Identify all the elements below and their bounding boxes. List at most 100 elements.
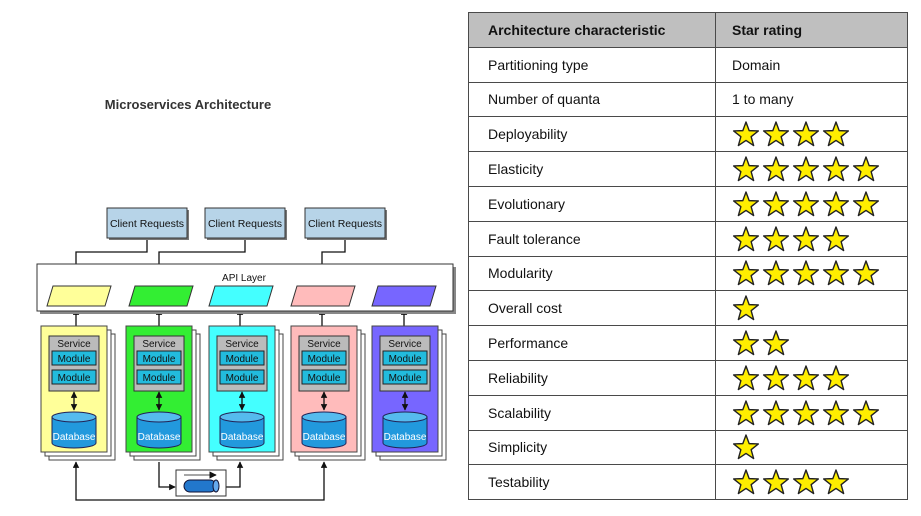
star-icon <box>762 121 790 147</box>
star-icon <box>732 121 760 147</box>
star-rating <box>715 325 908 361</box>
star-icon <box>792 156 820 182</box>
database-label: Database <box>303 432 346 443</box>
module-label: Module <box>308 373 341 384</box>
client-requests: Client Requests Client Requests Client Req… <box>106 207 387 240</box>
star-rating <box>715 290 908 327</box>
characteristic-value: 1 to many <box>715 81 908 118</box>
client-request-box: Client Requests <box>204 207 287 240</box>
star-icon <box>792 469 820 495</box>
module-box <box>219 350 265 366</box>
database-label: Database <box>53 432 96 443</box>
message-queue-icon <box>175 469 227 497</box>
api-layer-label: API Layer <box>222 273 267 284</box>
star-rating <box>715 359 908 396</box>
characteristic-name: Scalability <box>468 394 716 431</box>
module-box <box>301 369 347 385</box>
module-box <box>136 369 182 385</box>
characteristic-name: Deployability <box>468 116 716 153</box>
module-label: Module <box>389 354 422 365</box>
star-icon <box>822 156 850 182</box>
star-icon <box>762 365 790 391</box>
module-box <box>382 369 428 385</box>
star-icon <box>822 121 850 147</box>
microservices-diagram: Microservices Architecture Client Reques… <box>36 97 456 501</box>
star-icon <box>792 260 820 286</box>
star-icon <box>732 469 760 495</box>
star-rating <box>715 429 908 466</box>
star-icon <box>732 434 760 460</box>
star-icon <box>792 121 820 147</box>
star-icon <box>792 191 820 217</box>
module-label: Module <box>308 354 341 365</box>
module-box <box>382 350 428 366</box>
module-box <box>136 350 182 366</box>
client-request-label: Client Requests <box>308 218 382 230</box>
database-label: Database <box>384 432 427 443</box>
module-label: Module <box>389 373 422 384</box>
star-icon <box>732 295 760 321</box>
header-characteristic: Architecture characteristic <box>468 12 716 48</box>
module-label: Module <box>143 373 176 384</box>
characteristic-name: Overall cost <box>468 290 716 327</box>
api-endpoint-slot <box>208 285 274 307</box>
module-label: Module <box>143 354 176 365</box>
star-icon <box>792 225 820 251</box>
table-row: Modularity <box>468 255 908 292</box>
characteristic-value: Domain <box>715 46 908 83</box>
star-rating <box>715 220 908 257</box>
table-row: Scalability <box>468 394 908 431</box>
star-icon <box>792 365 820 391</box>
api-layer: API Layer <box>36 263 456 314</box>
service-label: Service <box>388 339 422 350</box>
database-icon: Database <box>219 411 265 449</box>
table-header-row: Architecture characteristic Star rating <box>468 12 908 48</box>
star-icon <box>732 191 760 217</box>
star-icon <box>822 191 850 217</box>
service-label: Service <box>57 339 91 350</box>
client-request-label: Client Requests <box>110 218 184 230</box>
client-request-box: Client Requests <box>106 207 189 240</box>
database-icon: Database <box>301 411 347 449</box>
module-box <box>219 369 265 385</box>
table-row: Testability <box>468 464 908 501</box>
module-label: Module <box>226 373 259 384</box>
table-row: Overall cost <box>468 290 908 327</box>
star-icon <box>732 156 760 182</box>
star-icon <box>852 260 880 286</box>
api-endpoint-slot <box>290 285 356 307</box>
star-icon <box>822 399 850 425</box>
service-label: Service <box>142 339 176 350</box>
module-label: Module <box>226 354 259 365</box>
service-label: Service <box>307 339 341 350</box>
characteristic-name: Number of quanta <box>468 81 716 118</box>
star-icon <box>792 399 820 425</box>
characteristic-name: Performance <box>468 325 716 361</box>
table-row: Evolutionary <box>468 185 908 222</box>
star-rating <box>715 151 908 187</box>
star-rating <box>715 464 908 501</box>
characteristic-name: Evolutionary <box>468 185 716 222</box>
star-icon <box>822 260 850 286</box>
table-row: Fault tolerance <box>468 220 908 257</box>
star-icon <box>762 399 790 425</box>
shared-flow <box>72 461 328 501</box>
star-icon <box>732 365 760 391</box>
characteristic-name: Fault tolerance <box>468 220 716 257</box>
star-icon <box>762 225 790 251</box>
characteristic-name: Testability <box>468 464 716 501</box>
api-endpoint-slot <box>128 285 194 307</box>
star-rating <box>715 255 908 292</box>
client-request-label: Client Requests <box>208 218 282 230</box>
star-icon <box>822 365 850 391</box>
module-label: Module <box>58 373 91 384</box>
service-label: Service <box>225 339 259 350</box>
database-icon: Database <box>136 411 182 449</box>
rating-table: Architecture characteristic Star rating … <box>468 12 908 501</box>
